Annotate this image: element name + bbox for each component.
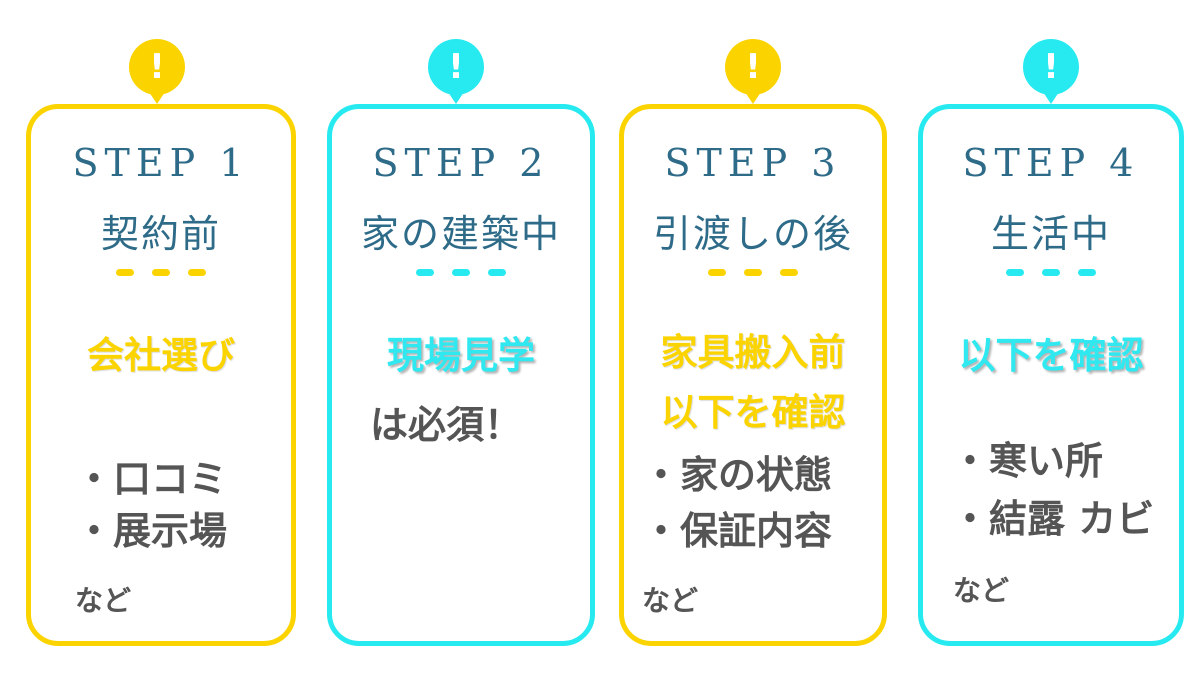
etc-label: など [953,574,1010,607]
checklist-item: ・展示場 [75,509,228,553]
checklist-item: ・結露 カビ [951,497,1155,541]
exclamation-icon: ! [448,47,464,87]
exclamation-icon: ! [1043,47,1059,87]
alert-pin-icon: ! [428,39,484,104]
exclamation-icon: ! [149,47,165,87]
step-phase: 生活中 [990,212,1111,256]
dash-divider [116,269,206,277]
etc-label: など [642,584,699,617]
dash-divider [416,269,506,277]
dash-divider [708,269,798,277]
step-number: STEP 4 [962,141,1140,185]
step-phase: 引渡しの後 [652,212,853,256]
note-line: は必須！ [370,403,523,447]
step-card-4: STEP 4 生活中 以下を確認 ・寒い所 ・結露 カビ など [918,104,1184,646]
step-number: STEP 1 [72,141,250,185]
step-number: STEP 2 [372,141,550,185]
highlight-line: 家具搬入前 [660,331,846,374]
checklist-item: ・寒い所 [951,439,1104,483]
highlight-line: 会社選び [87,334,235,377]
step-phase: 契約前 [100,212,221,256]
alert-pin-icon: ! [725,39,781,104]
exclamation-icon: ! [745,47,761,87]
step-card-2: STEP 2 家の建築中 現場見学 は必須！ [327,104,595,646]
highlight-line: 以下を確認 [660,391,846,434]
dash-divider [1006,269,1096,277]
step-phase: 家の建築中 [360,212,561,256]
step-number: STEP 3 [664,141,842,185]
etc-label: など [75,584,132,617]
checklist-item: ・家の状態 [642,453,833,497]
highlight-line: 以下を確認 [958,334,1144,377]
step-card-1: STEP 1 契約前 会社選び ・口コミ ・展示場 など [26,104,296,646]
highlight-line: 現場見学 [387,334,535,377]
step-card-3: STEP 3 引渡しの後 家具搬入前 以下を確認 ・家の状態 ・保証内容 など [619,104,887,646]
alert-pin-icon: ! [1023,39,1079,104]
alert-pin-icon: ! [129,39,185,104]
checklist-item: ・口コミ [75,457,228,501]
checklist-item: ・保証内容 [642,509,833,553]
